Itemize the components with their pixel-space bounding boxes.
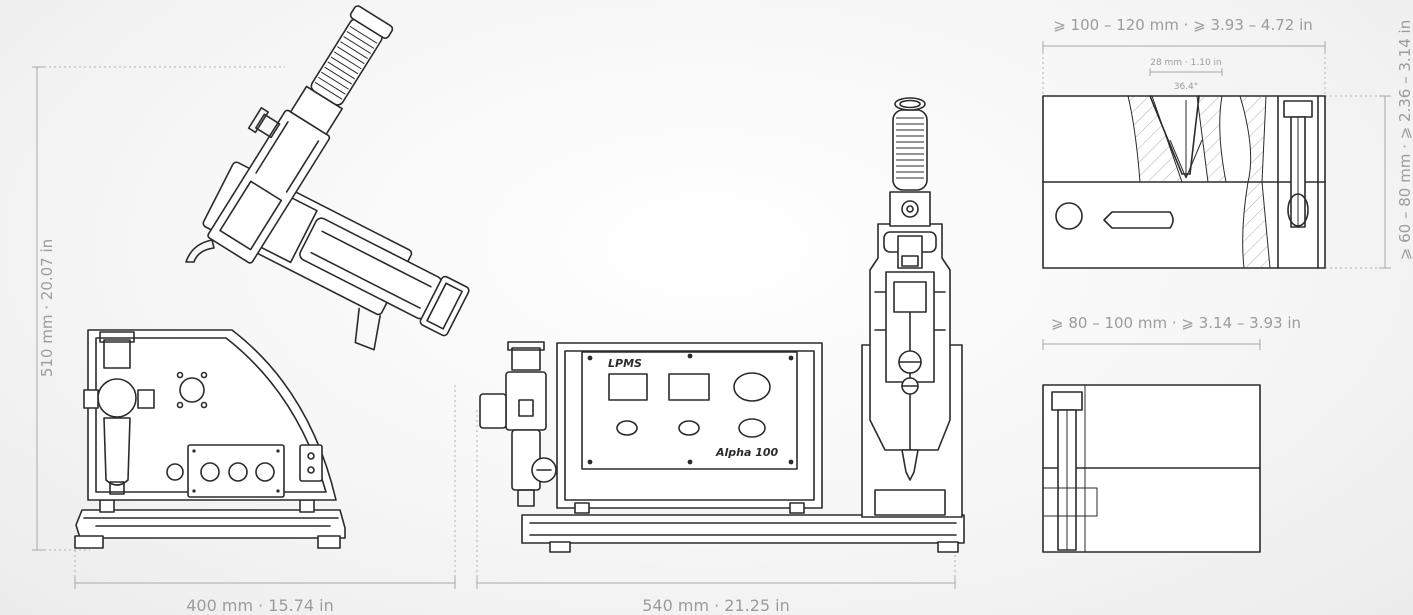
center-width-dimension: 540 mm · 21.25 in: [476, 410, 956, 615]
model-label: Alpha 100: [715, 446, 779, 459]
top-right-mold-section: ⩾ 100 – 120 mm · ⩾ 3.93 – 4.72 in ⩾ 60 –…: [1042, 16, 1413, 269]
left-width-label: 400 mm · 15.74 in: [186, 596, 334, 615]
center-width-label: 540 mm · 21.25 in: [642, 596, 790, 615]
top-right-width-label: ⩾ 100 – 120 mm · ⩾ 3.93 – 4.72 in: [1053, 16, 1313, 34]
top-right-height-label: ⩾ 60 – 80 mm · ⩾ 2.36 – 3.14 in: [1396, 20, 1413, 260]
bottom-right-mold-section: ⩾ 80 – 100 mm · ⩾ 3.14 – 3.93 in: [1042, 314, 1301, 553]
nozzle-width-label: 28 mm · 1.10 in: [1150, 58, 1222, 68]
bottom-right-width-label: ⩾ 80 – 100 mm · ⩾ 3.14 – 3.93 in: [1051, 314, 1301, 332]
left-machine-side-view: 510 mm · 20.07 in 400 mm · 15.74 in: [32, 5, 470, 615]
center-machine-front-view: 540 mm · 21.25 in LPMS Alpha 100: [476, 97, 965, 615]
left-height-label: 510 mm · 20.07 in: [38, 239, 56, 377]
brand-label: LPMS: [608, 357, 642, 370]
left-height-dimension: 510 mm · 20.07 in: [32, 66, 285, 551]
left-width-dimension: 400 mm · 15.74 in: [74, 385, 456, 615]
nozzle-angle-label: 36.4°: [1174, 82, 1199, 92]
